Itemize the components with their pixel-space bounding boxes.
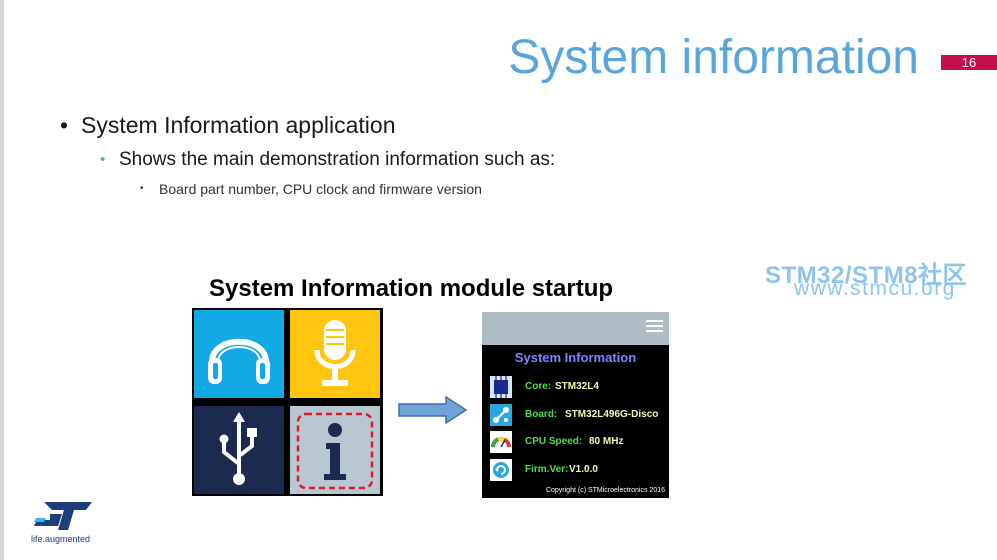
gauge-icon <box>490 431 512 453</box>
st-logo-icon <box>34 502 92 530</box>
board-label: Board: <box>525 409 558 420</box>
slide-title: System information <box>508 31 919 84</box>
info-row-core: Core: STM32L4 <box>482 376 669 400</box>
system-info-screen: System Information Core: STM32L4 Board: … <box>482 312 669 498</box>
audio-tile[interactable] <box>194 310 284 398</box>
bullet-dot: • <box>100 151 106 168</box>
bullet-level3-text: Board part number, CPU clock and firmwar… <box>159 181 482 197</box>
screen-title: System Information <box>514 350 637 365</box>
firmware-label: Firm.Ver: <box>525 464 569 475</box>
core-value: STM32L4 <box>555 381 599 392</box>
system-info-tile[interactable] <box>290 406 380 494</box>
page-number: 16 <box>941 55 997 70</box>
headphones-icon <box>208 338 270 384</box>
info-icon <box>296 412 374 490</box>
bullet-dot: • <box>140 183 144 194</box>
microphone-icon <box>314 320 356 386</box>
left-rule <box>0 0 4 560</box>
info-row-cpu-speed: CPU Speed: 80 MHz <box>482 431 669 455</box>
screen-header <box>482 312 669 345</box>
app-tiles <box>192 308 383 496</box>
logo-tagline: life.augmented <box>31 534 91 544</box>
watermark-line2: www.stmcu.org <box>794 277 956 300</box>
board-value: STM32L496G-Disco <box>565 409 659 420</box>
firmware-value: V1.0.0 <box>569 464 598 475</box>
watermark-line1: STM32/STM8社区 <box>765 262 968 289</box>
info-row-board: Board: STM32L496G-Disco <box>482 404 669 428</box>
bullet-level2-text: Shows the main demonstration information… <box>119 149 556 170</box>
recorder-tile[interactable] <box>290 310 380 398</box>
bullet-dot: • <box>60 112 69 138</box>
board-icon <box>490 404 512 426</box>
usb-icon <box>219 412 257 485</box>
copyright-text: Copyright (c) STMicroelectronics 2016 <box>545 487 665 494</box>
usb-tile[interactable] <box>194 406 284 494</box>
info-row-firmware: Firm.Ver: V1.0.0 <box>482 459 669 483</box>
figure-caption: System Information module startup <box>209 275 614 302</box>
cpu-speed-label: CPU Speed: <box>525 436 583 447</box>
chip-icon <box>490 376 512 398</box>
core-label: Core: <box>525 381 552 392</box>
firmware-icon <box>490 459 512 481</box>
arrow-right-icon <box>398 396 468 424</box>
bullet-level1-text: System Information application <box>81 112 396 138</box>
cpu-speed-value: 80 MHz <box>589 436 624 447</box>
menu-icon[interactable] <box>646 320 663 333</box>
